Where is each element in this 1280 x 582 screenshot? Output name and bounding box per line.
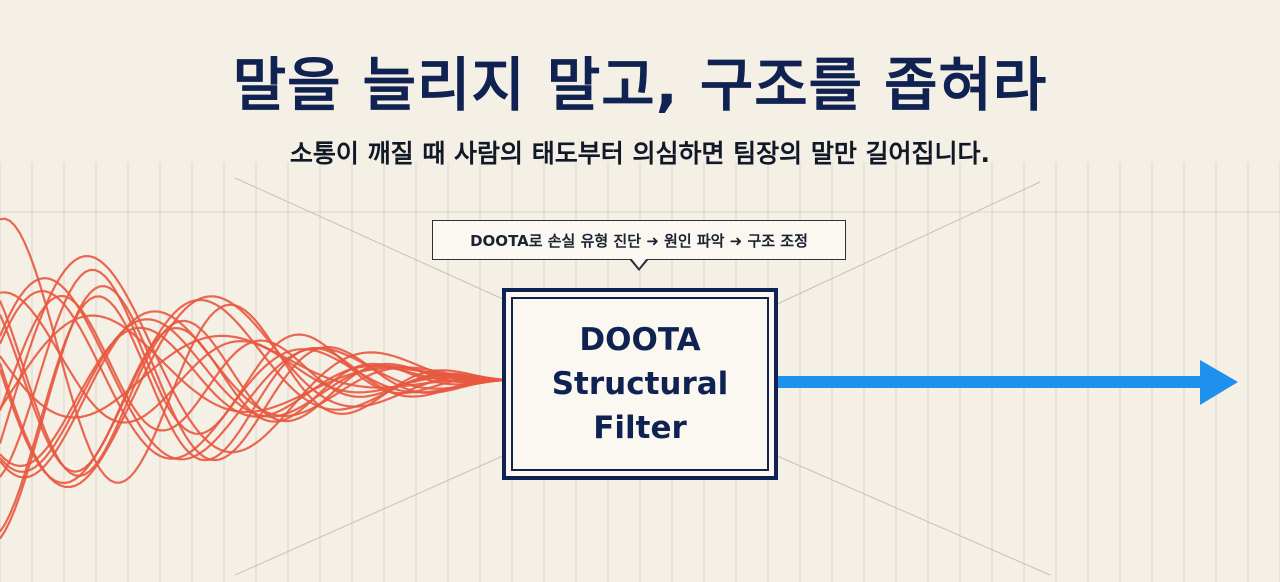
noise-wave <box>0 314 505 414</box>
noise-wave <box>0 326 506 468</box>
page-title: 말을 늘리지 말고, 구조를 좁혀라 <box>232 51 1048 119</box>
filter-label-line: Structural <box>551 366 729 402</box>
perspective-line <box>234 454 506 576</box>
filter-label: DOOTA Structural Filter <box>552 318 729 450</box>
page-subtitle: 소통이 깨질 때 사람의 태도부터 의심하면 팀장의 말만 길어집니다. <box>289 139 991 168</box>
noise-wave <box>0 295 506 489</box>
callout-pointer <box>629 257 649 271</box>
clean-output-arrow <box>778 360 1238 405</box>
perspective-line <box>774 454 1051 576</box>
background-grid <box>0 162 1280 582</box>
noise-wave <box>0 217 506 484</box>
noise-wave <box>0 254 506 454</box>
noise-wave <box>0 310 505 479</box>
perspective-lines <box>234 177 1051 576</box>
callout-text: DOOTA로 손실 유형 진단 ➜ 원인 파악 ➜ 구조 조정 <box>470 231 808 250</box>
arrow-shaft <box>778 376 1202 388</box>
perspective-line <box>774 181 1041 306</box>
noise-wave <box>0 295 506 533</box>
process-callout: DOOTA로 손실 유형 진단 ➜ 원인 파악 ➜ 구조 조정 <box>432 220 846 260</box>
arrow-head-icon <box>1200 360 1238 405</box>
noise-wave <box>0 268 506 478</box>
noise-wave <box>0 298 506 485</box>
filter-label-line: DOOTA <box>579 322 701 358</box>
filter-label-line: Filter <box>593 410 687 446</box>
noise-wave <box>0 290 506 460</box>
perspective-line <box>234 177 506 301</box>
noisy-input-waves <box>0 217 506 540</box>
structural-filter-box: DOOTA Structural Filter <box>502 288 778 480</box>
